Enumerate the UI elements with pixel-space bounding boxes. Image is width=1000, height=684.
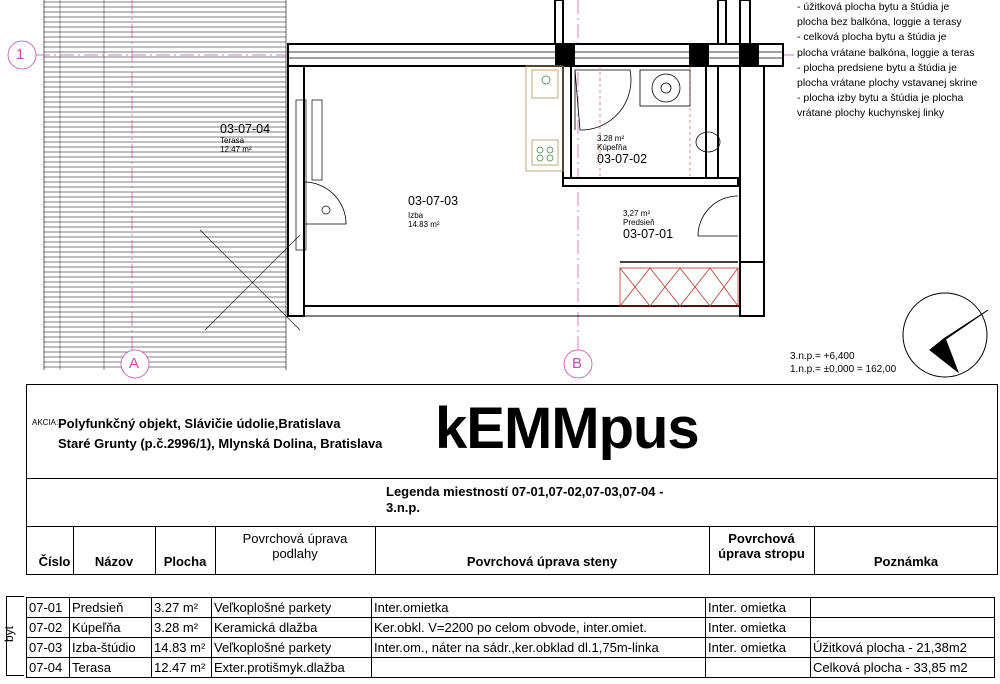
cell-cislo: 07-01 xyxy=(26,597,70,618)
byt-label: byt xyxy=(2,625,17,643)
cell-steny: Inter.omietka xyxy=(371,597,706,618)
cell-plocha: 3.27 m² xyxy=(151,597,212,618)
floor-plan-drawing xyxy=(7,0,989,379)
cell-plocha: 12.47 m² xyxy=(151,657,212,678)
header-plocha: Plocha xyxy=(163,554,207,569)
cell-steny xyxy=(371,657,706,678)
cell-nazov: Terasa xyxy=(69,657,152,678)
cell-nazov: Izba-štúdio xyxy=(69,637,152,658)
cell-nazov: Kúpeľňa xyxy=(69,617,152,638)
byt-label-box: byt xyxy=(2,596,24,676)
room-label-terasa: 03-07-04 Terasa 12.47 m² xyxy=(220,122,271,154)
legend-title: Legenda miestností 07-01,07-02,07-03,07-… xyxy=(386,484,664,515)
grid-label-b: B xyxy=(572,355,583,372)
wardrobe xyxy=(619,267,739,307)
company-logo: kEMMpus xyxy=(435,396,700,461)
cell-podlaha: Veľkoplošné parkety xyxy=(211,597,372,618)
cell-podlaha: Exter.protišmyk.dlažba xyxy=(211,657,372,678)
area-notes: - úžitková plocha bytu a štúdia je ploch… xyxy=(797,1,978,120)
room-label-kupelna: 3.28 m² Kúpeľňa 03-07-02 xyxy=(597,134,648,166)
header-strop: Povrchová úprava stropu xyxy=(718,531,805,561)
cell-plocha: 14.83 m² xyxy=(151,637,212,658)
cell-cislo: 07-03 xyxy=(26,637,70,658)
cell-poznamka xyxy=(810,597,995,618)
cell-strop xyxy=(705,657,811,678)
header-podlaha: Povrchová úprava podlahy xyxy=(242,531,348,561)
cell-steny: Ker.obkl. V=2200 po celom obvode, inter.… xyxy=(371,617,706,638)
cell-plocha: 3.28 m² xyxy=(151,617,212,638)
cell-poznamka xyxy=(810,617,995,638)
cell-podlaha: Veľkoplošné parkety xyxy=(211,637,372,658)
walls xyxy=(287,0,784,317)
header-poznamka: Poznámka xyxy=(873,554,939,569)
cell-nazov: Predsieň xyxy=(69,597,152,618)
room-label-izba: 03-07-03 Izba 14.83 m² xyxy=(408,194,459,229)
header-nazov: Názov xyxy=(94,554,134,569)
north-arrow-icon xyxy=(902,292,989,378)
akcia-label: AKCIA: xyxy=(32,418,59,427)
header-steny: Povrchová úprava steny xyxy=(466,554,618,569)
grid-bubble-1 xyxy=(7,40,37,70)
cell-poznamka: Celková plocha - 33,85 m2 xyxy=(810,657,995,678)
grid-label-a: A xyxy=(129,355,140,372)
cell-podlaha: Keramická dlažba xyxy=(211,617,372,638)
level-markers: 3.n.p.= +6,400 1.n.p.= ±0,000 = 162,00 xyxy=(790,351,897,375)
kitchenette xyxy=(525,65,564,172)
grid-bubble-b xyxy=(563,349,593,379)
bathroom-fixtures xyxy=(574,69,721,153)
grid-bubble-a xyxy=(120,349,150,379)
cell-steny: Inter.om., náter na sádr.,ker.obklad dl.… xyxy=(371,637,706,658)
room-label-predsien: 3,27 m² Predsieň 03-07-01 xyxy=(623,209,674,241)
title-block xyxy=(26,384,998,575)
cell-strop: Inter. omietka xyxy=(705,597,811,618)
cell-cislo: 07-04 xyxy=(26,657,70,678)
header-cislo: Číslo xyxy=(38,554,71,569)
terrace-decking xyxy=(43,0,287,370)
cell-strop: Inter. omietka xyxy=(705,637,811,658)
grid-label-1: 1 xyxy=(16,46,25,63)
cell-cislo: 07-02 xyxy=(26,617,70,638)
cell-strop: Inter. omietka xyxy=(705,617,811,638)
cell-poznamka: Úžitková plocha - 21,38m2 xyxy=(810,637,995,658)
project-name: Polyfunkčný objekt, Slávičie údolie,Brat… xyxy=(58,416,383,451)
